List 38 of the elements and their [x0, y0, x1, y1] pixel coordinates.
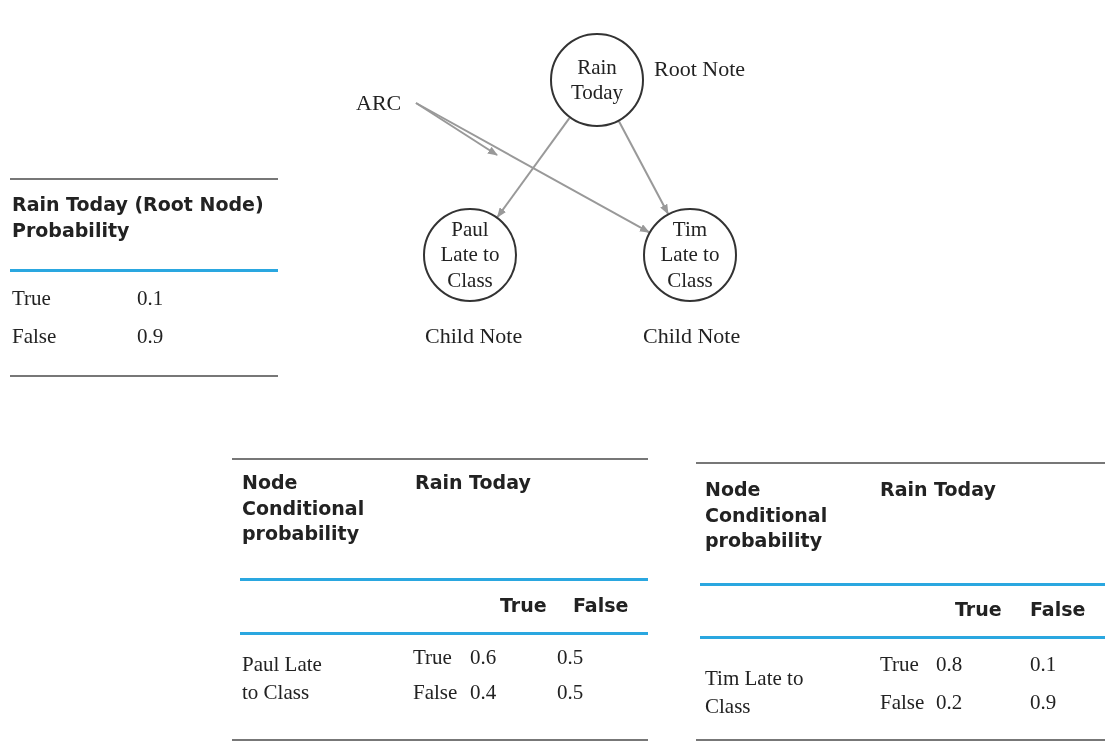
table-cell-text: Paul Late to Class	[242, 651, 323, 707]
table-cell: False	[12, 324, 57, 350]
table-cell-text: Tim Late to Class	[705, 665, 805, 721]
table-cell: 0.5	[557, 680, 584, 706]
table-cell: 0.1	[137, 286, 164, 312]
table-cell: False	[880, 690, 925, 716]
table-header: Rain Today	[880, 477, 996, 502]
table-cell: 0.5	[557, 645, 584, 671]
node-caption: Root Note	[654, 56, 746, 82]
table-cell: True	[413, 645, 452, 671]
node-caption: Child Note	[425, 323, 523, 349]
node-circle: Tim Late to Class	[643, 208, 737, 302]
table-cell: False	[413, 680, 458, 706]
node-circle: Paul Late to Class	[423, 208, 517, 302]
arc-label: ARC	[356, 90, 402, 116]
table-cell: 0.4	[470, 680, 497, 706]
table-header: Rain Today (Root Node) Probability	[12, 192, 265, 243]
table-header: False	[1030, 597, 1086, 622]
table-header: Node Conditional probability	[242, 470, 366, 547]
leader-line	[415, 102, 650, 234]
node-caption: Child Note	[643, 323, 741, 349]
table-header: Node Conditional probability	[705, 477, 829, 554]
table-cell: True	[880, 652, 919, 678]
table-cell: 0.9	[137, 324, 164, 350]
arrow	[618, 120, 669, 215]
leader-line	[415, 102, 498, 156]
table-cell: True	[12, 286, 51, 312]
table-header: True	[955, 597, 1002, 622]
table-cell: 0.2	[936, 690, 963, 716]
table-header: False	[573, 593, 629, 618]
table-header: Rain Today	[415, 470, 531, 495]
table-header: True	[500, 593, 547, 618]
arrow	[496, 117, 571, 218]
table-cell: 0.9	[1030, 690, 1057, 716]
table-cell: 0.8	[936, 652, 963, 678]
node-circle: Rain Today	[550, 33, 644, 127]
table-cell: 0.1	[1030, 652, 1057, 678]
table-cell: 0.6	[470, 645, 497, 671]
